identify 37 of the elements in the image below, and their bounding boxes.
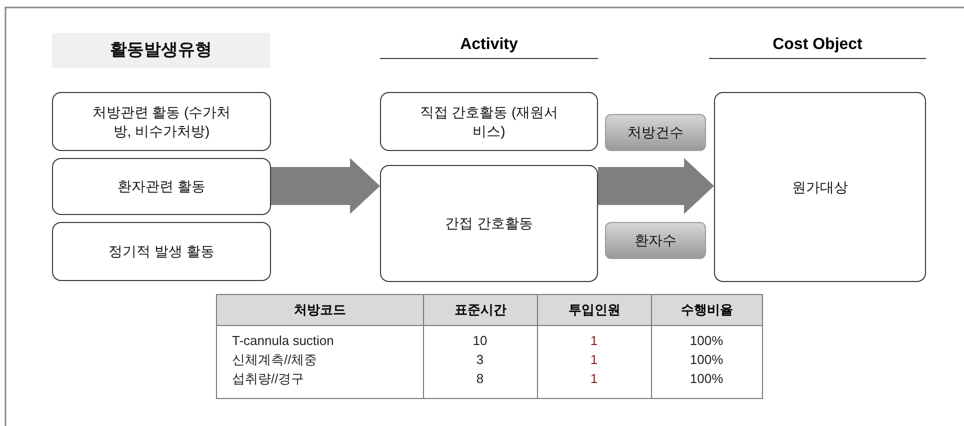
box-text: 활동발생유형 [109,39,213,62]
table-text: 1 [590,352,598,368]
table-text: 8 [476,371,484,387]
block-arrow [271,158,380,214]
table-text: 100% [690,333,724,349]
driver-tag [605,114,706,151]
cost-object-box [714,92,926,282]
table-text: T-cannula suction [232,333,334,349]
table-text: 1 [590,333,598,349]
table-text: 신체계측//체중 [232,352,318,368]
box-text: 간접 간호활동 [444,214,534,233]
box-text: 처방건수 [626,123,684,142]
box-text: 원가대상 [791,178,849,196]
column-heading: Cost Object [709,36,926,59]
column-heading: Activity [380,36,598,59]
activity-box [380,92,598,151]
driver-tag [605,222,706,259]
table-text: 1 [590,371,598,387]
activity-type-box [52,158,271,215]
column-header: 처방코드 [217,295,423,325]
box-text: 환자수 [634,231,678,250]
table-text: 섭취량//경구 [232,371,304,387]
table-text: 10 [472,333,488,349]
activity-type-box [52,92,271,151]
box-text: 환자관련 활동 [116,177,206,196]
column-header: 표준시간 [424,295,537,325]
block-arrow [598,158,714,214]
box-text: 직접 간호활동 (재원서비스) [418,102,560,140]
box-text: 정기적 발생 활동 [108,242,216,261]
box-text: 처방관련 활동 (수가처방, 비수가처방) [91,102,232,140]
table-text: 100% [690,371,724,387]
activity-box [380,165,598,282]
table-text: 3 [476,352,484,368]
column-header: 수행비율 [652,295,762,325]
column-header: 투입인원 [538,295,651,325]
activity-type-box [52,222,271,281]
table-text: 100% [690,352,724,368]
